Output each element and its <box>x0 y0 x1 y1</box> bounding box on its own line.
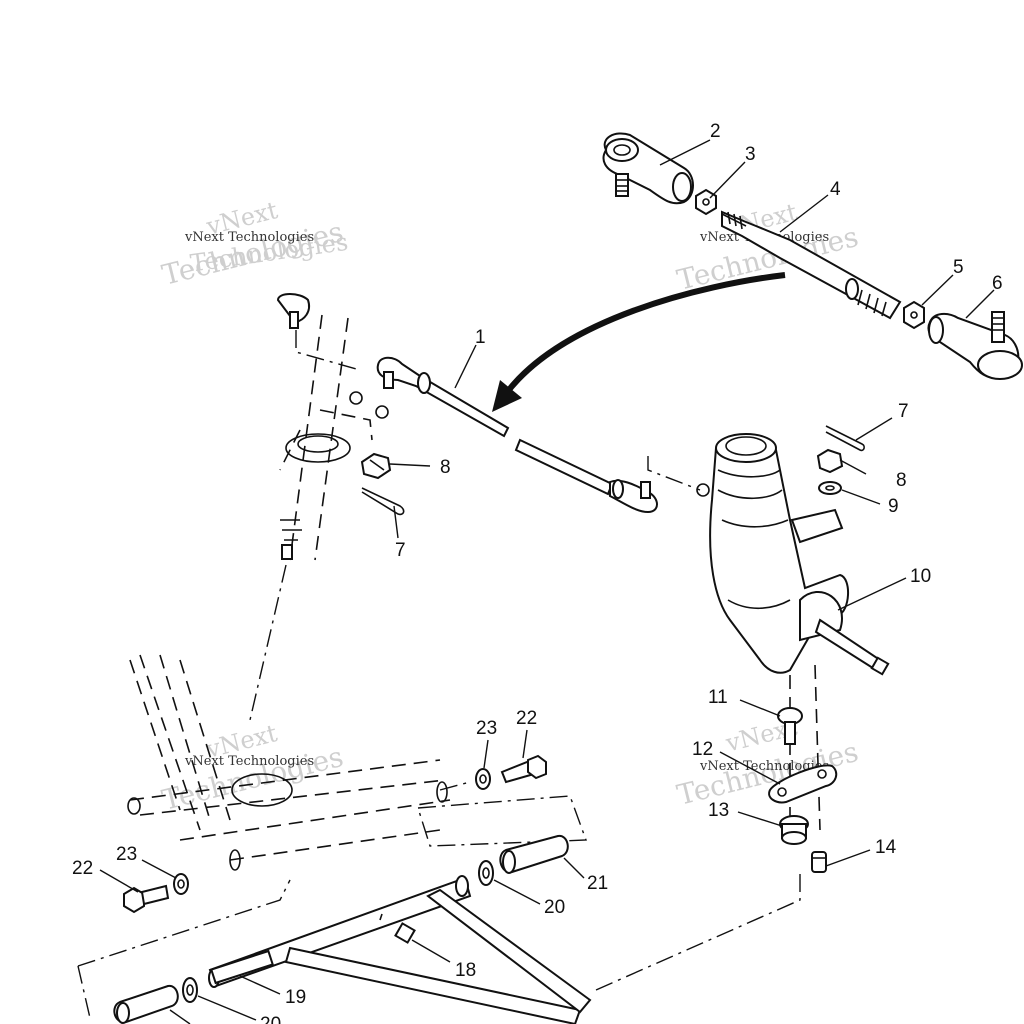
callout-8-left: 8 <box>440 457 451 478</box>
callout-5: 5 <box>953 257 964 278</box>
callout-9: 9 <box>888 496 899 517</box>
callout-6: 6 <box>992 273 1003 294</box>
callout-20-lower: 20 <box>260 1014 281 1024</box>
frame-outline <box>77 654 801 1019</box>
cotter-pin-7-right <box>825 425 865 452</box>
tie-rod-sleeve-4 <box>721 210 902 320</box>
washer-23-lower <box>173 873 189 895</box>
cotter-pin-7-left <box>361 487 405 516</box>
tie-rod-end-2 <box>602 132 694 205</box>
pivot-tube-21-lower <box>113 984 179 1024</box>
callout-23-upper: 23 <box>476 718 497 739</box>
callout-18: 18 <box>455 960 476 981</box>
jam-nut-3 <box>695 188 717 216</box>
callout-7-left: 7 <box>395 540 406 561</box>
callout-22-upper: 22 <box>516 708 537 729</box>
watermark-text: vNext Technologies <box>184 230 314 245</box>
watermark-text: vNext Technologies <box>699 759 829 774</box>
callout-8-right: 8 <box>896 470 907 491</box>
callout-13: 13 <box>708 800 729 821</box>
tie-rod-assembly-1 <box>376 356 658 514</box>
callout-22-lower: 22 <box>72 858 93 879</box>
callout-3: 3 <box>745 144 756 165</box>
tie-rod-end-6 <box>927 311 1023 380</box>
castle-nut-8-right <box>816 448 844 474</box>
castle-nut-8-left <box>360 452 392 480</box>
assembly-arrow <box>492 272 786 412</box>
spindle-10 <box>647 433 890 831</box>
lower-control-arm <box>208 875 592 1024</box>
steering-column <box>249 293 389 721</box>
bolt-22-lower <box>123 884 170 914</box>
pivot-tube-21-upper <box>499 834 569 874</box>
ball-joint-11 <box>777 707 803 745</box>
washer-23-upper <box>475 768 491 790</box>
callout-12: 12 <box>692 739 713 760</box>
bolt-22-upper <box>500 754 547 784</box>
watermark-text: vNext Technologies <box>184 754 314 769</box>
callout-23-lower: 23 <box>116 844 137 865</box>
grease-fitting-18 <box>394 922 416 944</box>
callout-10: 10 <box>910 566 931 587</box>
callout-21: 21 <box>587 873 608 894</box>
callout-20-upper: 20 <box>544 897 565 918</box>
callout-14: 14 <box>875 837 897 858</box>
callout-1: 1 <box>475 327 486 348</box>
bushing-13 <box>779 815 809 845</box>
washer-20-lower <box>182 977 198 1003</box>
washer-20-upper <box>478 860 494 886</box>
bolt-14 <box>811 851 827 873</box>
callout-19: 19 <box>285 987 306 1008</box>
callout-2: 2 <box>710 121 721 142</box>
bushing-sleeve-19 <box>210 949 274 985</box>
leader-lines <box>99 139 995 1024</box>
jam-nut-5 <box>903 300 925 330</box>
callout-4: 4 <box>830 179 841 200</box>
callout-7-right: 7 <box>898 401 909 422</box>
washer-9 <box>818 481 842 495</box>
callout-11: 11 <box>708 687 728 708</box>
plate-12 <box>768 764 838 804</box>
callout-labels: 2 3 4 5 6 1 8 7 7 8 9 10 11 12 13 14 23 … <box>72 121 1003 1024</box>
